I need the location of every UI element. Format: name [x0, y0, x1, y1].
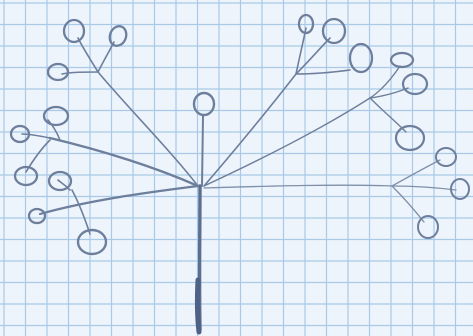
paper-background: [0, 0, 473, 336]
sketch-canvas: [0, 0, 473, 336]
